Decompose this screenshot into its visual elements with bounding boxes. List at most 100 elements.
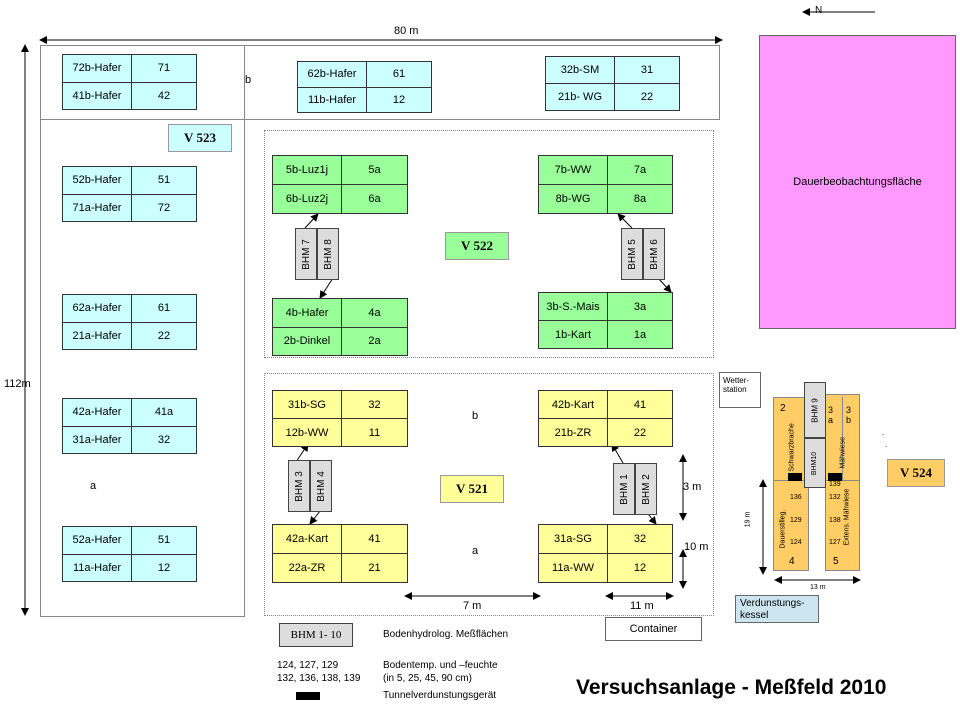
v521-field [264,373,714,616]
container[interactable]: Container [605,617,702,641]
v524-right-strip[interactable] [825,394,860,571]
page-title: Versuchsanlage - Meßfeld 2010 [576,676,887,699]
bhm-9[interactable]: BHM 9 [804,382,826,438]
plot-label: 31a-Hafer [63,426,132,453]
v523-label: V 523 [168,124,232,152]
bhm-2[interactable]: BHM 2 [635,463,657,515]
plot-number: 7a [633,164,647,176]
dot-mark: . [885,440,888,449]
plot-number: 72 [157,201,171,214]
v522-field [264,130,714,358]
dot-mark: . [882,428,885,437]
plot-label: 21a-Hafer [63,322,132,349]
plot-label: 21b-ZR [539,419,608,446]
sensor-136: 136 [790,494,802,501]
verdunstungskessel[interactable]: Verdunstungs- kessel [735,595,819,623]
height-dimension-label: 112m [4,378,31,390]
plot-label: 71a-Hafer [63,194,132,221]
plot-number: 32 [368,398,381,411]
plot-number: 8a [633,193,647,205]
legend-bhm-box: BHM 1- 10 [279,623,353,647]
field-b-mid: b [472,410,479,422]
plot-label: 31b-SG [273,391,342,418]
sensor-139: 139 [829,481,841,488]
plot-number: 22 [633,426,647,439]
legend-bhm-text: Bodenhydrolog. Meßflächen [383,629,509,640]
plot-label: 32b-SM [546,57,615,83]
plot-label: 42a-Kart [273,525,342,553]
sensor-127: 127 [829,539,841,546]
v524-num-3a: 3 a [828,405,834,425]
tunnel-device-right [828,473,842,481]
bhm-6[interactable]: BHM 6 [643,228,665,280]
sensor-129: 129 [790,517,802,524]
schwarzbrache-label: Schwarzbrache [788,423,796,472]
v523-left-frame [40,45,245,617]
plot-label: 72b-Hafer [63,55,132,82]
plot-number: 42 [157,89,171,102]
plot-number: 1a [633,328,647,341]
v524-left-strip[interactable] [773,397,809,571]
plot-label: 7b-WW [539,156,608,184]
v524-num-3b: 3 b [846,405,852,425]
field-a-left: a [90,480,97,492]
sensor-138: 138 [829,517,841,524]
plot-label: 6b-Luz2j [273,185,342,213]
plot-label: 3b-S.-Mais [539,293,608,320]
compass-north-label: N [815,5,823,16]
plot-label: 5b-Luz1j [273,156,342,184]
plot-label: 22a-ZR [273,554,342,582]
plot-label: 8b-WG [539,185,608,213]
plot-label: 62a-Hafer [63,295,132,322]
plot-label: 21b- WG [546,84,615,110]
plot-number: 22 [640,91,654,103]
plot-label: 11b-Hafer [298,87,367,112]
wetterstation[interactable]: Wetter- station [719,372,761,408]
dim-11m: 11 m [630,600,654,612]
v521-label: V 521 [440,475,504,503]
bhm-10[interactable]: BHM10 [804,438,826,488]
plot-label: 4b-Hafer [273,299,342,327]
plot-v522-2[interactable]: 7b-WW 7a 8b-WG 8a [538,155,673,214]
plot-number: 61 [157,302,171,315]
dauerbeobachtungsflaeche[interactable]: Dauerbeobachtungsfläche [759,35,956,329]
plot-number: 11 [368,426,381,439]
plot-number: 32 [633,533,647,545]
plot-number: 12 [633,562,647,574]
bhm-4[interactable]: BHM 4 [310,460,332,512]
plot-label: 12b-WW [273,419,342,446]
dim-13m: 13 m [810,584,826,591]
plot-label: 31a-SG [539,525,608,553]
bhm-7[interactable]: BHM 7 [295,228,317,280]
sensor-132: 132 [829,494,841,501]
width-dimension-label: 80 m [394,25,419,37]
legend-tunnel-swatch [296,692,320,700]
bhm-8[interactable]: BHM 8 [317,228,339,280]
dim-7m: 7 m [463,600,482,612]
plot-label: 1b-Kart [539,321,608,348]
plot-label: 52a-Hafer [63,527,132,554]
plot-number: 12 [392,93,406,106]
bhm-5[interactable]: BHM 5 [621,228,643,280]
field-a-mid: a [472,545,479,557]
bhm-3[interactable]: BHM 3 [288,460,310,512]
bhm-1[interactable]: BHM 1 [613,463,635,515]
dauerstilleg-label: Dauerstilleg. [779,509,787,549]
plot-v521-1[interactable]: 31b-SG 32 12b-WW 11 [272,390,408,447]
plot-number: 6a [368,193,381,205]
plot-label: 62b-Hafer [298,62,367,87]
